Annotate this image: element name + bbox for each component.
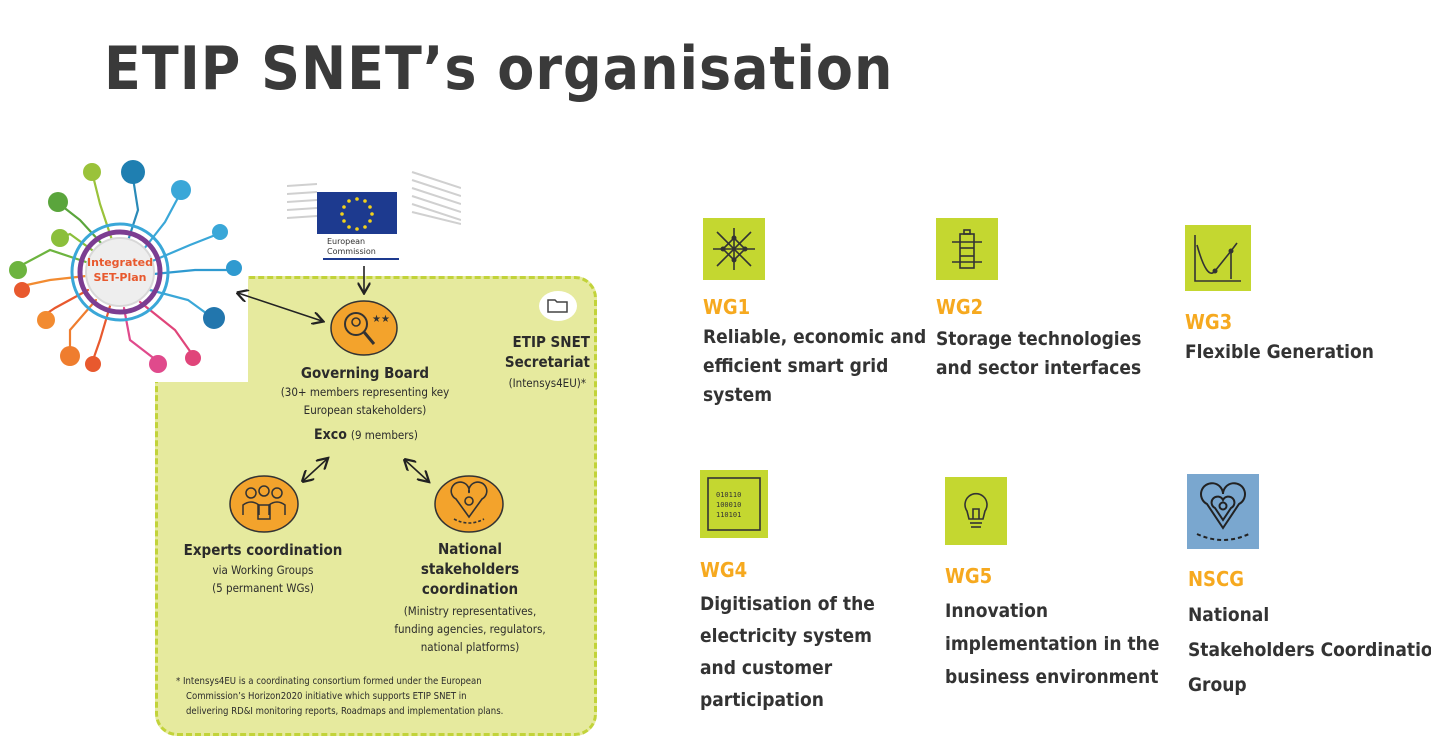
wg2-desc-line: Storage technologies	[936, 328, 1142, 350]
wg3-desc: Flexible Generation	[1185, 338, 1374, 367]
secretariat-line3: (Intensys4EU)*	[508, 376, 586, 390]
set-plan-wheel: Integrated SET-Plan	[0, 150, 248, 382]
governing-board-title: Governing Board	[300, 364, 430, 382]
governing-board-desc-2: European stakeholders)	[303, 403, 427, 417]
ec-label-line1: European	[327, 237, 365, 246]
wg1-desc: Reliable, economic and efficient smart g…	[703, 323, 926, 410]
national-title-2: stakeholders	[420, 560, 520, 578]
svg-text:110101: 110101	[716, 511, 741, 519]
exco-desc: (9 members)	[350, 428, 418, 442]
footnote-line3: delivering RD&I monitoring reports, Road…	[186, 706, 504, 717]
wg1-code: WG1	[703, 295, 751, 319]
setplan-board-arrow	[238, 293, 322, 321]
governing-board-icon: ★★	[330, 300, 398, 356]
nscg-desc-line: Stakeholders Coordination	[1188, 639, 1431, 661]
battery-icon	[936, 218, 998, 280]
folder-icon	[539, 291, 577, 321]
exco-label: Exco	[314, 427, 347, 443]
governing-board-desc-1: (30+ members representing key	[280, 385, 450, 399]
wg3-desc-line: Flexible Generation	[1185, 341, 1374, 363]
wg4-code: WG4	[700, 558, 748, 582]
generation-curve-icon	[1185, 225, 1251, 291]
svg-text:010110: 010110	[716, 491, 741, 499]
wg3-code: WG3	[1185, 310, 1233, 334]
wg4-desc-line: participation	[700, 689, 824, 711]
european-commission-logo: European Commission	[286, 158, 462, 260]
nscg-code: NSCG	[1188, 567, 1244, 591]
wg4-desc-line: and customer	[700, 657, 833, 679]
set-plan-line1: Integrated	[87, 256, 153, 269]
wg5-desc-line: business environment	[945, 666, 1159, 688]
experts-desc-2: (5 permanent WGs)	[212, 581, 314, 595]
national-pins-icon	[434, 475, 504, 533]
binary-chip-icon: 010110 100010 110101	[700, 470, 768, 538]
set-plan-line2: SET-Plan	[94, 271, 147, 284]
wg5-desc: Innovation implementation in the busines…	[945, 595, 1159, 694]
secretariat-line1: ETIP SNET	[512, 333, 590, 351]
national-desc-1: (Ministry representatives,	[403, 604, 537, 618]
footnote-line1: * Intensys4EU is a coordinating consorti…	[176, 676, 482, 687]
experts-desc-1: via Working Groups	[212, 563, 314, 577]
set-plan-wheel-graphic: Integrated SET-Plan	[9, 160, 242, 373]
wg4-desc: Digitisation of the electricity system a…	[700, 588, 875, 716]
wg5-desc-line: implementation in the	[945, 633, 1160, 655]
wg1-desc-line: efficient smart grid	[703, 355, 889, 377]
wg2-desc-line: and sector interfaces	[936, 357, 1142, 379]
page-title: ETIP SNET’s organisation	[104, 34, 894, 104]
national-title-1: National	[437, 540, 503, 558]
nscg-desc-line: Group	[1188, 674, 1247, 696]
wg1-desc-line: system	[703, 384, 773, 406]
wg1-desc-line: Reliable, economic and	[703, 326, 927, 348]
national-desc-3: national platforms)	[420, 640, 520, 654]
grid-network-icon	[703, 218, 765, 280]
lightbulb-icon	[945, 477, 1007, 545]
secretariat-line2: Secretariat	[504, 353, 590, 371]
board-experts-arrow	[303, 459, 327, 481]
national-title-3: coordination	[421, 580, 519, 598]
wg2-desc: Storage technologies and sector interfac…	[936, 325, 1141, 383]
experts-group-icon	[229, 475, 299, 533]
experts-title: Experts coordination	[183, 541, 343, 559]
svg-text:★★: ★★	[372, 314, 390, 325]
ec-building-icon: European Commission	[286, 171, 462, 260]
national-desc-2: funding agencies, regulators,	[394, 622, 546, 636]
wg4-desc-line: Digitisation of the	[700, 593, 875, 615]
svg-text:100010: 100010	[716, 501, 741, 509]
wg5-code: WG5	[945, 564, 993, 588]
wg5-desc-line: Innovation	[945, 600, 1049, 622]
board-national-arrow	[405, 460, 428, 481]
footnote-line2: Commission’s Horizon2020 initiative whic…	[186, 691, 467, 702]
exco-label-row: Exco (9 members)	[296, 427, 436, 443]
location-pins-icon	[1187, 474, 1259, 549]
wg4-desc-line: electricity system	[700, 625, 872, 647]
ec-label-line2: Commission	[327, 247, 376, 256]
nscg-desc-line: National	[1188, 604, 1270, 626]
org-arrows	[0, 266, 620, 752]
wg2-code: WG2	[936, 295, 984, 319]
nscg-desc: National Stakeholders Coordination Group	[1188, 598, 1431, 703]
